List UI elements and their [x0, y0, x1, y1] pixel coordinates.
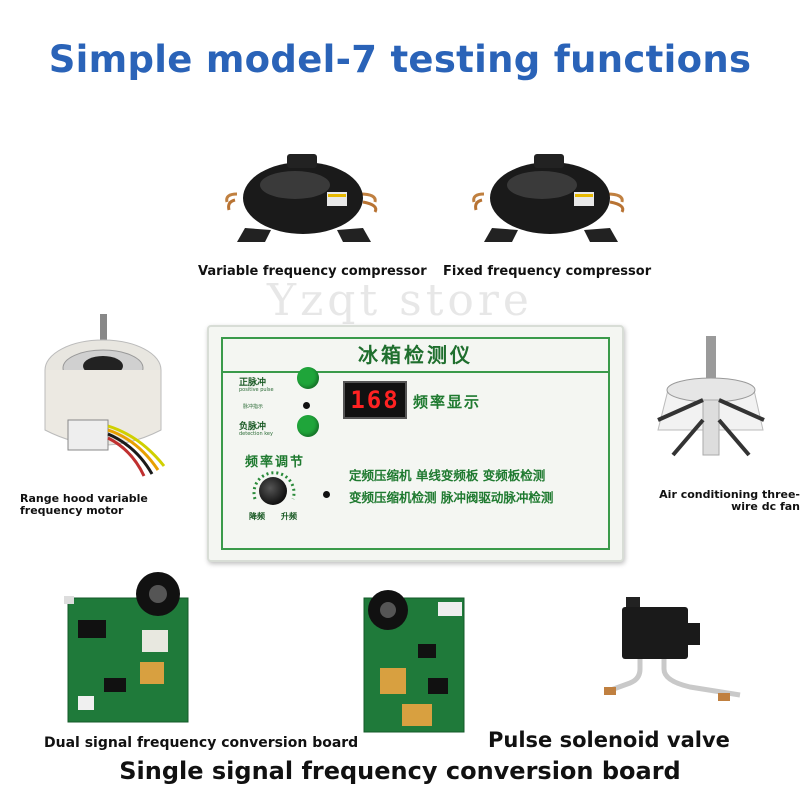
fixed-compressor-image: [472, 154, 625, 242]
solenoid-valve-caption: Pulse solenoid valve: [488, 728, 730, 752]
dual-board-image: [64, 572, 189, 723]
increase-label: 升频: [281, 512, 297, 521]
function-list-line-2: 变频压缩机检测 脉冲阀驱动脉冲检测: [349, 490, 554, 505]
single-board-image: [363, 590, 465, 733]
pulse-indicator-led: [303, 402, 310, 409]
pulse-indicator-label: 脉冲指示: [243, 404, 264, 410]
frequency-display: 168: [343, 381, 407, 419]
single-board-caption: Single signal frequency conversion board: [119, 757, 681, 785]
range-hood-motor-image: [44, 314, 166, 477]
frequency-knob[interactable]: [259, 477, 287, 505]
solenoid-valve-image: [604, 597, 741, 701]
ac-fan-image: [657, 336, 765, 457]
page-title: Simple model-7 testing functions: [48, 38, 752, 81]
tester-panel-heading: 冰箱检测仪: [223, 339, 608, 373]
variable-compressor-image: [225, 154, 378, 242]
variable-compressor-caption: Variable frequency compressor: [198, 264, 427, 279]
frequency-adjust-label: 频率调节: [245, 455, 306, 470]
knob-scale: [252, 471, 296, 500]
positive-pulse-label: 正脉冲: [239, 378, 267, 388]
tester-panel: 冰箱检测仪 正脉冲 positive pulse 脉冲指示 负脉冲 detect…: [207, 325, 624, 562]
function-list-line-1: 定频压缩机 单线变频板 变频板检测: [349, 468, 546, 483]
decrease-label: 降频: [249, 512, 265, 521]
status-led: [323, 491, 330, 498]
dual-board-caption: Dual signal frequency conversion board: [44, 735, 359, 751]
ac-fan-caption: Air conditioning three-wire dc fan: [659, 488, 800, 513]
range-hood-motor-caption: Range hood variable frequency motor: [20, 492, 148, 517]
fixed-compressor-caption: Fixed frequency compressor: [443, 264, 652, 279]
frequency-display-label: 频率显示: [413, 393, 482, 411]
negative-pulse-sublabel: detection key: [239, 431, 273, 437]
positive-pulse-button[interactable]: [297, 367, 319, 389]
positive-pulse-sublabel: positive pulse: [239, 387, 274, 393]
negative-pulse-button[interactable]: [297, 415, 319, 437]
negative-pulse-label: 负脉冲: [239, 422, 267, 432]
watermark: Yzqt store: [267, 275, 533, 326]
tester-panel-border: 冰箱检测仪: [221, 337, 610, 550]
